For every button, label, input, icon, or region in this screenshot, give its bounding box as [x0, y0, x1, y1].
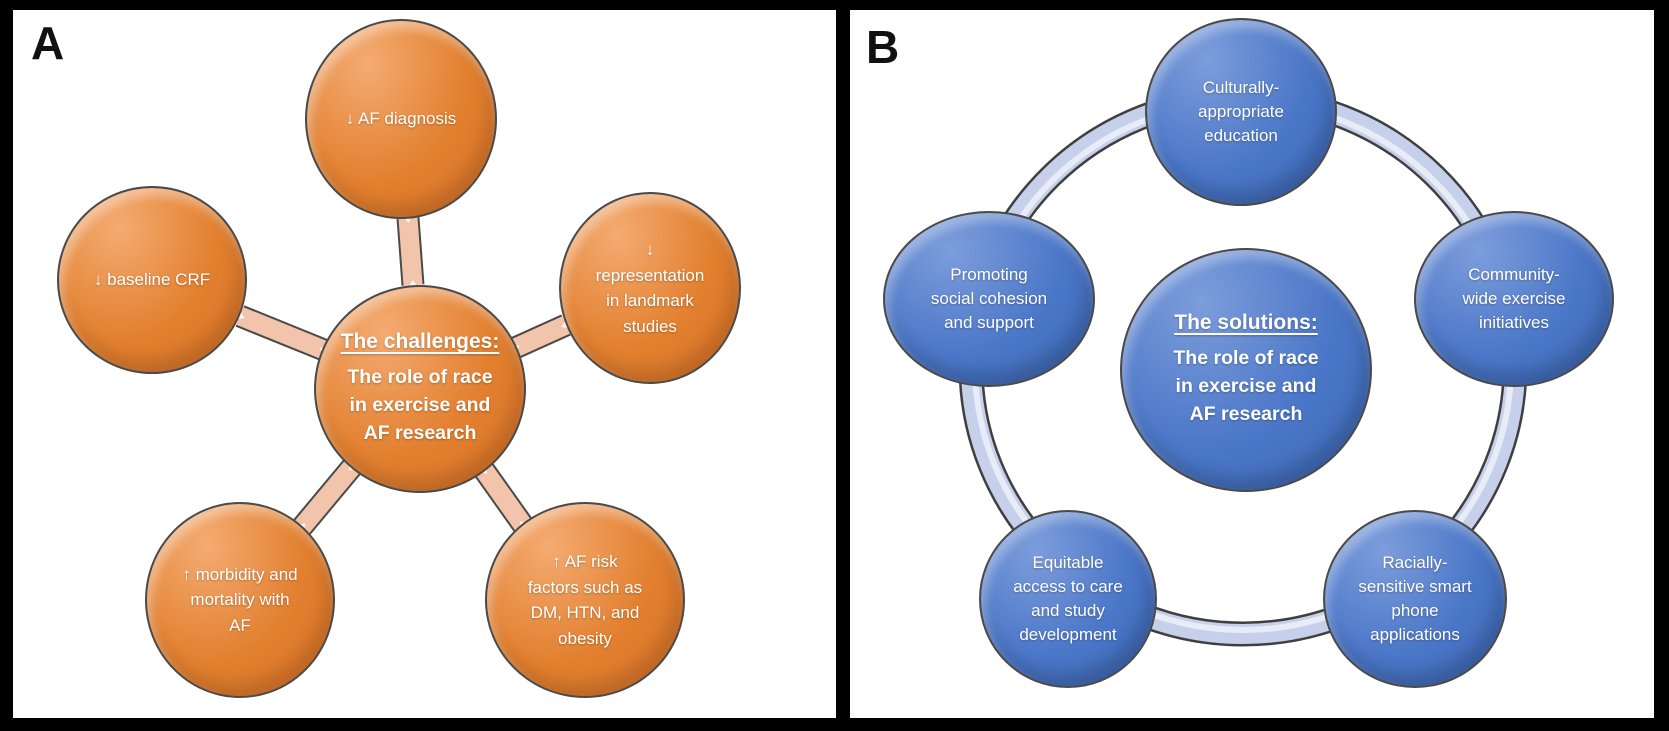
node-morbidity-mortality: ↑ morbidity and mortality with AF: [145, 502, 335, 698]
node-community-wide-exercise-label: Community- wide exercise initiatives: [1462, 264, 1566, 333]
connector-beam-right: [508, 316, 573, 357]
node-culturally-appropriate-education-label: Culturally- appropriate education: [1197, 77, 1284, 146]
hub-challenges-heading: The challenges:: [340, 330, 500, 354]
node-promoting-social-cohesion-label: Promoting social cohesion and support: [930, 264, 1048, 333]
node-representation: ↓ representation in landmark studies: [559, 192, 741, 384]
panel-label-a: A: [31, 17, 65, 69]
node-racially-sensitive-apps-label: Racially- sensitive smart phone applicat…: [1358, 552, 1472, 645]
node-community-wide-exercise: Community- wide exercise initiatives: [1414, 211, 1614, 387]
node-af-risk-factors: ↑ AF risk factors such as DM, HTN, and o…: [485, 502, 685, 698]
node-af-diagnosis: ↓ AF diagnosis: [305, 19, 497, 219]
node-racially-sensitive-apps: Racially- sensitive smart phone applicat…: [1323, 510, 1507, 688]
node-culturally-appropriate-education: Culturally- appropriate education: [1145, 18, 1337, 206]
hub-challenges-body: The role of race in exercise and AF rese…: [347, 366, 493, 444]
hub-solutions: The solutions: The role of race in exerc…: [1120, 248, 1372, 492]
node-baseline-crf: ↓ baseline CRF: [57, 186, 247, 374]
hub-challenges: The challenges: The role of race in exer…: [314, 285, 526, 493]
node-promoting-social-cohesion: Promoting social cohesion and support: [883, 211, 1095, 387]
panel-label-b: B: [866, 21, 900, 73]
node-af-risk-factors-label: ↑ AF risk factors such as DM, HTN, and o…: [527, 552, 643, 648]
node-morbidity-mortality-label: ↑ morbidity and mortality with AF: [182, 564, 298, 635]
node-af-diagnosis-label: ↓ AF diagnosis: [345, 109, 457, 129]
hub-solutions-heading: The solutions:: [1174, 311, 1318, 335]
connector-beam-bottom-right: [476, 463, 531, 532]
node-equitable-access-label: Equitable access to care and study devel…: [1013, 552, 1123, 645]
node-representation-label: ↓ representation in landmark studies: [595, 240, 705, 336]
node-baseline-crf-label: ↓ baseline CRF: [93, 270, 211, 290]
hub-solutions-body: The role of race in exercise and AF rese…: [1173, 347, 1319, 425]
connector-beam-bottom-left: [294, 460, 360, 534]
connector-beam-top: [398, 213, 423, 290]
node-equitable-access: Equitable access to care and study devel…: [979, 510, 1157, 688]
connector-beam-left: [234, 307, 330, 359]
